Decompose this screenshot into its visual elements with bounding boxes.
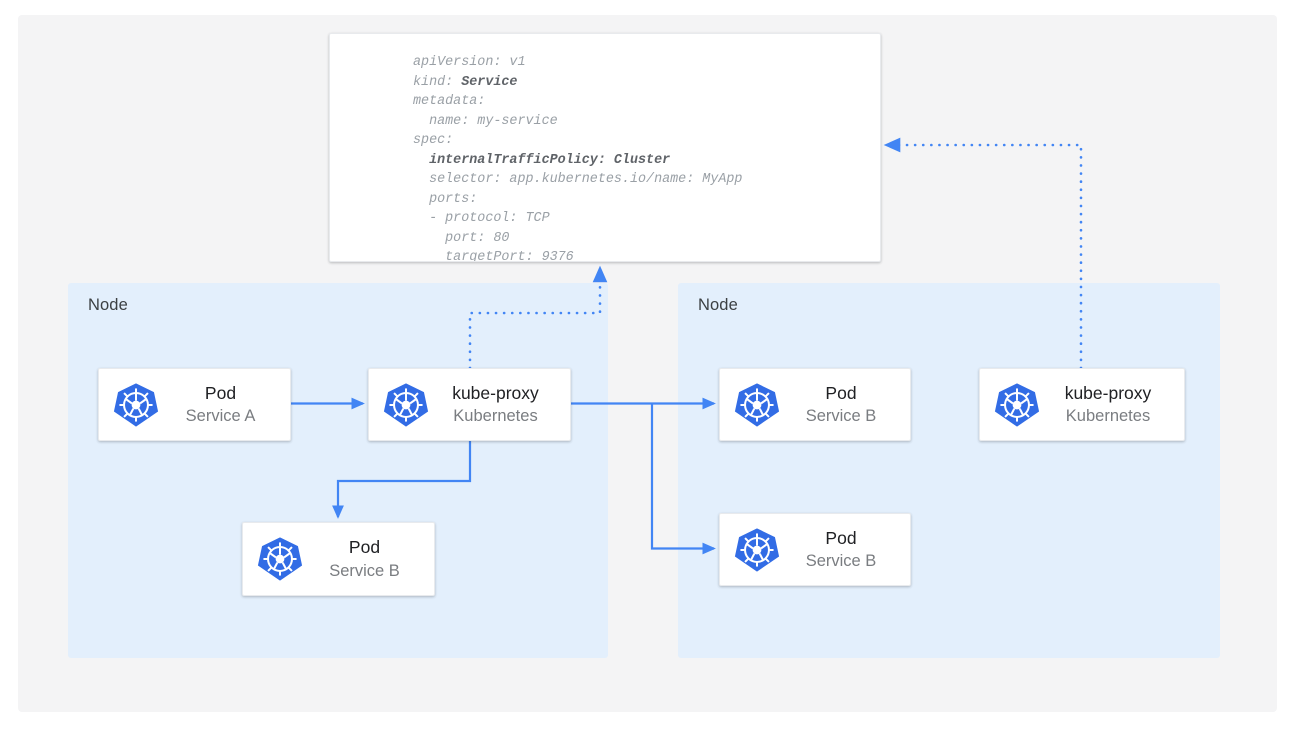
card-subtitle: Service B <box>329 561 400 580</box>
card-text-block: kube-proxy Kubernetes <box>1040 382 1184 428</box>
code-line-internal-traffic-policy: internalTrafficPolicy: Cluster <box>429 152 671 168</box>
code-line-metadata: metadata: name: my-service <box>413 94 558 129</box>
service-manifest-panel: apiVersion: v1 kind: Service metadata: n… <box>329 33 881 262</box>
node-label-left: Node <box>88 296 128 314</box>
code-line-selector: selector: app.kubernetes.io/name: MyApp … <box>429 172 743 262</box>
card-text-block: kube-proxy Kubernetes <box>429 382 570 428</box>
kubernetes-icon <box>994 382 1040 427</box>
node-container-left: Node <box>68 283 608 658</box>
card-text-block: Pod Service B <box>780 527 910 573</box>
card-kube-proxy-right[interactable]: kube-proxy Kubernetes <box>979 368 1185 441</box>
kubernetes-icon <box>257 537 303 581</box>
card-pod-service-a[interactable]: Pod Service A <box>98 368 291 441</box>
service-manifest-code: apiVersion: v1 kind: Service metadata: n… <box>413 53 743 262</box>
card-title: kube-proxy <box>1064 382 1152 403</box>
kubernetes-icon <box>113 382 159 427</box>
card-kube-proxy-left[interactable]: kube-proxy Kubernetes <box>368 368 571 441</box>
card-text-block: Pod Service B <box>303 536 434 582</box>
card-title: Pod <box>204 382 237 403</box>
card-pod-service-b-left[interactable]: Pod Service B <box>242 522 435 596</box>
code-line-apiversion: apiVersion: v1 <box>413 55 526 70</box>
card-subtitle: Service B <box>805 407 877 426</box>
card-subtitle: Service A <box>185 407 256 426</box>
node-label-right: Node <box>698 296 738 314</box>
node-container-right: Node <box>678 283 1220 658</box>
card-title: Pod <box>348 537 381 558</box>
card-title: Pod <box>825 382 857 403</box>
code-line-kind: kind: Service <box>413 74 518 90</box>
kubernetes-icon <box>734 382 780 427</box>
card-pod-service-b-right-bottom[interactable]: Pod Service B <box>719 513 911 586</box>
card-subtitle: Kubernetes <box>1065 407 1151 426</box>
card-text-block: Pod Service A <box>159 382 290 428</box>
kubernetes-icon <box>734 527 780 572</box>
kubernetes-icon <box>383 382 429 427</box>
card-subtitle: Service B <box>805 552 877 571</box>
card-text-block: Pod Service B <box>780 382 910 428</box>
card-pod-service-b-right-top[interactable]: Pod Service B <box>719 368 911 441</box>
card-title: Pod <box>825 527 857 548</box>
card-title: kube-proxy <box>452 382 539 403</box>
card-subtitle: Kubernetes <box>453 407 538 426</box>
code-line-spec: spec: <box>413 133 454 148</box>
